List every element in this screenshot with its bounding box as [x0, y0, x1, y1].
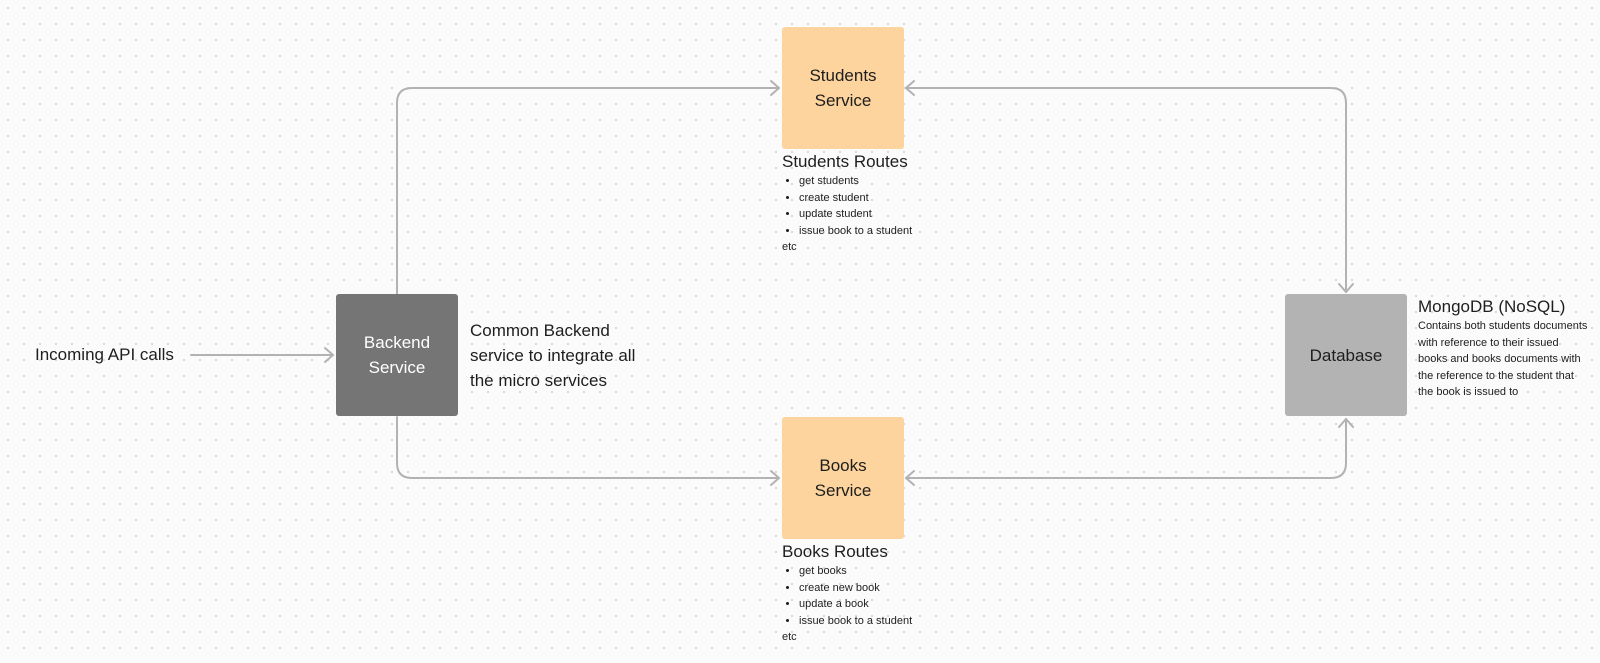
arrowhead-books-in-right	[905, 470, 915, 486]
arrowhead-database-in-top	[1338, 283, 1354, 293]
students-route-item: get students	[799, 173, 912, 190]
arrowhead-students-in-left	[770, 80, 780, 96]
arrowhead-students-in-right	[905, 80, 915, 96]
students-routes-etc: etc	[782, 241, 797, 254]
backend-service-node[interactable]: Backend Service	[336, 294, 458, 416]
books-route-item: create new book	[799, 580, 912, 597]
connector-backend-to-students[interactable]	[396, 87, 780, 295]
books-route-item: get books	[799, 563, 912, 580]
database-label: Database	[1309, 345, 1383, 365]
books-routes: Books Routes get books create new book u…	[782, 541, 912, 646]
books-routes-title: Books Routes	[782, 542, 888, 561]
books-route-item: update a book	[799, 596, 912, 613]
arrowhead-books-in-left	[770, 470, 780, 486]
backend-service-label: Backend Service	[363, 333, 431, 377]
database-description: MongoDB (NoSQL) Contains both students d…	[1418, 296, 1588, 401]
connector-students-database[interactable]	[905, 87, 1347, 293]
books-routes-list: get books create new book update a book …	[782, 563, 912, 629]
connector-books-database[interactable]	[905, 418, 1347, 479]
database-node[interactable]: Database	[1285, 294, 1407, 416]
books-service-label: Books Service	[814, 456, 872, 500]
students-routes-title: Students Routes	[782, 152, 908, 171]
students-service-node[interactable]: Students Service	[782, 27, 904, 149]
students-routes-list: get students create student update stude…	[782, 173, 912, 239]
arrowhead-database-in-bottom	[1338, 418, 1354, 428]
connector-backend-to-books[interactable]	[396, 416, 780, 479]
database-info-title: MongoDB (NoSQL)	[1418, 297, 1566, 316]
incoming-api-label: Incoming API calls	[35, 345, 174, 364]
books-service-node[interactable]: Books Service	[782, 417, 904, 539]
students-route-item: update student	[799, 206, 912, 223]
students-route-item: issue book to a student	[799, 223, 912, 240]
students-service-label: Students Service	[809, 66, 877, 110]
database-info-body: Contains both students documents with re…	[1418, 320, 1588, 399]
students-routes: Students Routes get students create stud…	[782, 151, 912, 256]
backend-description: Common Backend service to integrate all …	[470, 321, 636, 390]
books-route-item: issue book to a student	[799, 613, 912, 630]
arrowhead-backend-in	[324, 347, 334, 363]
students-route-item: create student	[799, 190, 912, 207]
books-routes-etc: etc	[782, 631, 797, 644]
